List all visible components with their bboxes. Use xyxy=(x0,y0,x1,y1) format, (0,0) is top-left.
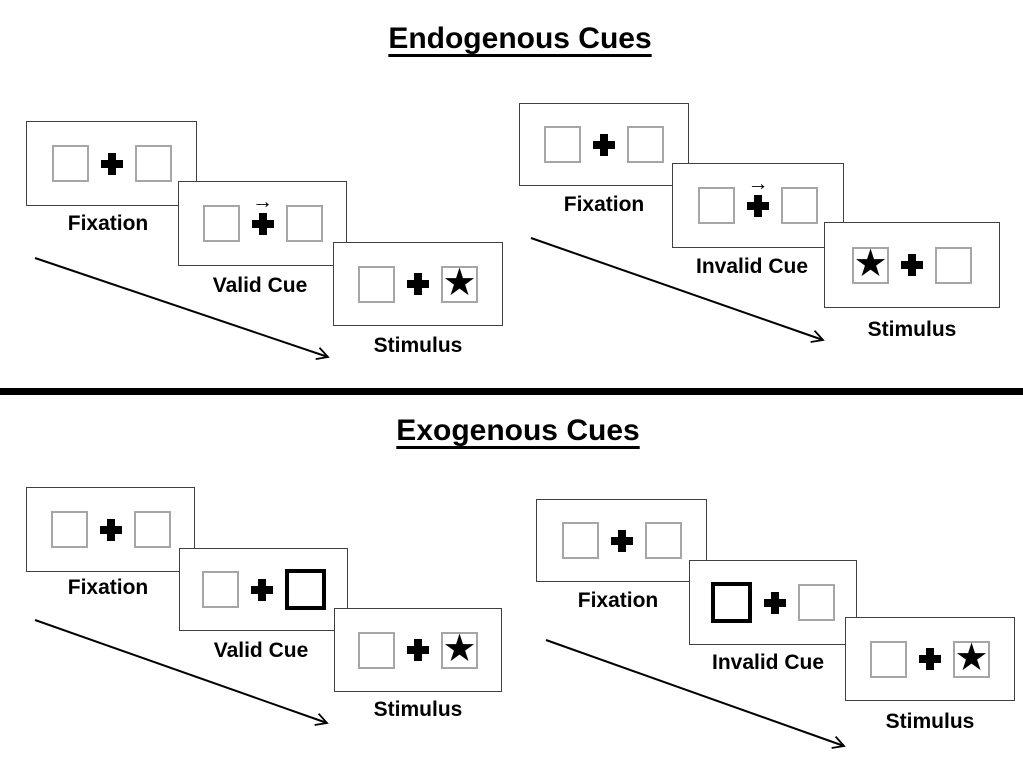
target-star-box: ★ xyxy=(852,242,889,285)
left-placeholder-box xyxy=(358,631,395,669)
sequence-arrow-exogenous-valid xyxy=(34,619,329,726)
panel-label: Invalid Cue xyxy=(711,651,825,674)
target-star-icon: ★ xyxy=(442,627,477,670)
cue-highlight-box xyxy=(711,582,752,623)
fixation-cross-icon xyxy=(901,254,923,276)
endogenous-invalid-fixation-panel xyxy=(519,103,689,186)
target-star-box: ★ xyxy=(441,627,478,670)
panel-label: Valid Cue xyxy=(213,639,309,662)
panel-label: Fixation xyxy=(67,576,149,599)
fixation-cross-icon xyxy=(764,591,786,614)
right-cue-arrow-icon: → xyxy=(747,171,769,195)
exogenous-valid-cue-panel xyxy=(179,548,348,631)
endogenous-valid-fixation-panel xyxy=(26,121,197,206)
right-placeholder-box xyxy=(798,584,835,621)
panel-label: Invalid Cue xyxy=(695,255,809,278)
left-placeholder-box xyxy=(358,265,395,303)
right-cue-arrow-icon: → xyxy=(252,189,273,213)
right-placeholder-box xyxy=(644,522,682,559)
right-placeholder-box xyxy=(133,511,171,548)
fixation-cross-icon xyxy=(407,639,429,661)
exogenous-section-title: Exogenous Cues xyxy=(396,414,640,447)
target-star-box: ★ xyxy=(953,636,990,679)
panel-label: Valid Cue xyxy=(212,274,308,297)
panel-label: Stimulus xyxy=(373,334,463,357)
panel-label: Stimulus xyxy=(867,318,957,341)
left-placeholder-box xyxy=(50,511,88,548)
fixation-cross-icon xyxy=(250,578,273,601)
fixation-cross-icon xyxy=(407,273,429,295)
left-placeholder-box xyxy=(870,640,907,678)
right-placeholder-box xyxy=(285,205,323,242)
fixation-cross-icon xyxy=(251,212,274,235)
exogenous-invalid-cue-panel xyxy=(689,560,857,645)
fixation-cross-icon xyxy=(919,648,941,670)
panel-label: Stimulus xyxy=(373,698,463,721)
sequence-arrow-endogenous-invalid xyxy=(530,237,825,343)
panel-label: Fixation xyxy=(577,589,659,612)
left-placeholder-box xyxy=(698,187,735,224)
fixation-cross-icon xyxy=(593,133,615,156)
right-placeholder-box xyxy=(134,145,172,182)
right-placeholder-box xyxy=(935,246,972,284)
left-placeholder-box xyxy=(51,145,89,182)
exogenous-invalid-stimulus-panel: ★ xyxy=(845,617,1015,701)
right-placeholder-box xyxy=(781,187,818,224)
target-star-box: ★ xyxy=(441,261,478,304)
exogenous-valid-stimulus-panel: ★ xyxy=(334,608,502,692)
fixation-cross-icon xyxy=(99,518,122,541)
panel-label: Stimulus xyxy=(885,710,975,733)
panel-label: Fixation xyxy=(563,193,645,216)
sequence-arrow-endogenous-valid xyxy=(34,257,330,361)
endogenous-valid-stimulus-panel: ★ xyxy=(333,242,503,326)
target-star-icon: ★ xyxy=(442,261,477,304)
endogenous-valid-cue-panel: → xyxy=(178,181,347,266)
section-divider xyxy=(0,388,1023,395)
exogenous-valid-fixation-panel xyxy=(26,487,195,572)
right-placeholder-box xyxy=(627,126,664,163)
left-placeholder-box xyxy=(202,205,240,242)
cue-highlight-box xyxy=(284,569,326,610)
endogenous-section-title: Endogenous Cues xyxy=(388,22,652,55)
endogenous-invalid-stimulus-panel: ★ xyxy=(824,222,1000,308)
fixation-cross-icon xyxy=(100,152,123,175)
endogenous-invalid-cue-panel: → xyxy=(672,163,844,248)
left-placeholder-box xyxy=(561,522,599,559)
target-star-icon: ★ xyxy=(853,242,888,285)
exogenous-invalid-fixation-panel xyxy=(536,499,707,582)
target-star-icon: ★ xyxy=(954,636,989,679)
panel-label: Fixation xyxy=(67,212,149,235)
fixation-cross-icon xyxy=(610,529,633,552)
left-placeholder-box xyxy=(201,571,239,608)
fixation-cross-icon xyxy=(747,194,769,217)
left-placeholder-box xyxy=(544,126,581,163)
